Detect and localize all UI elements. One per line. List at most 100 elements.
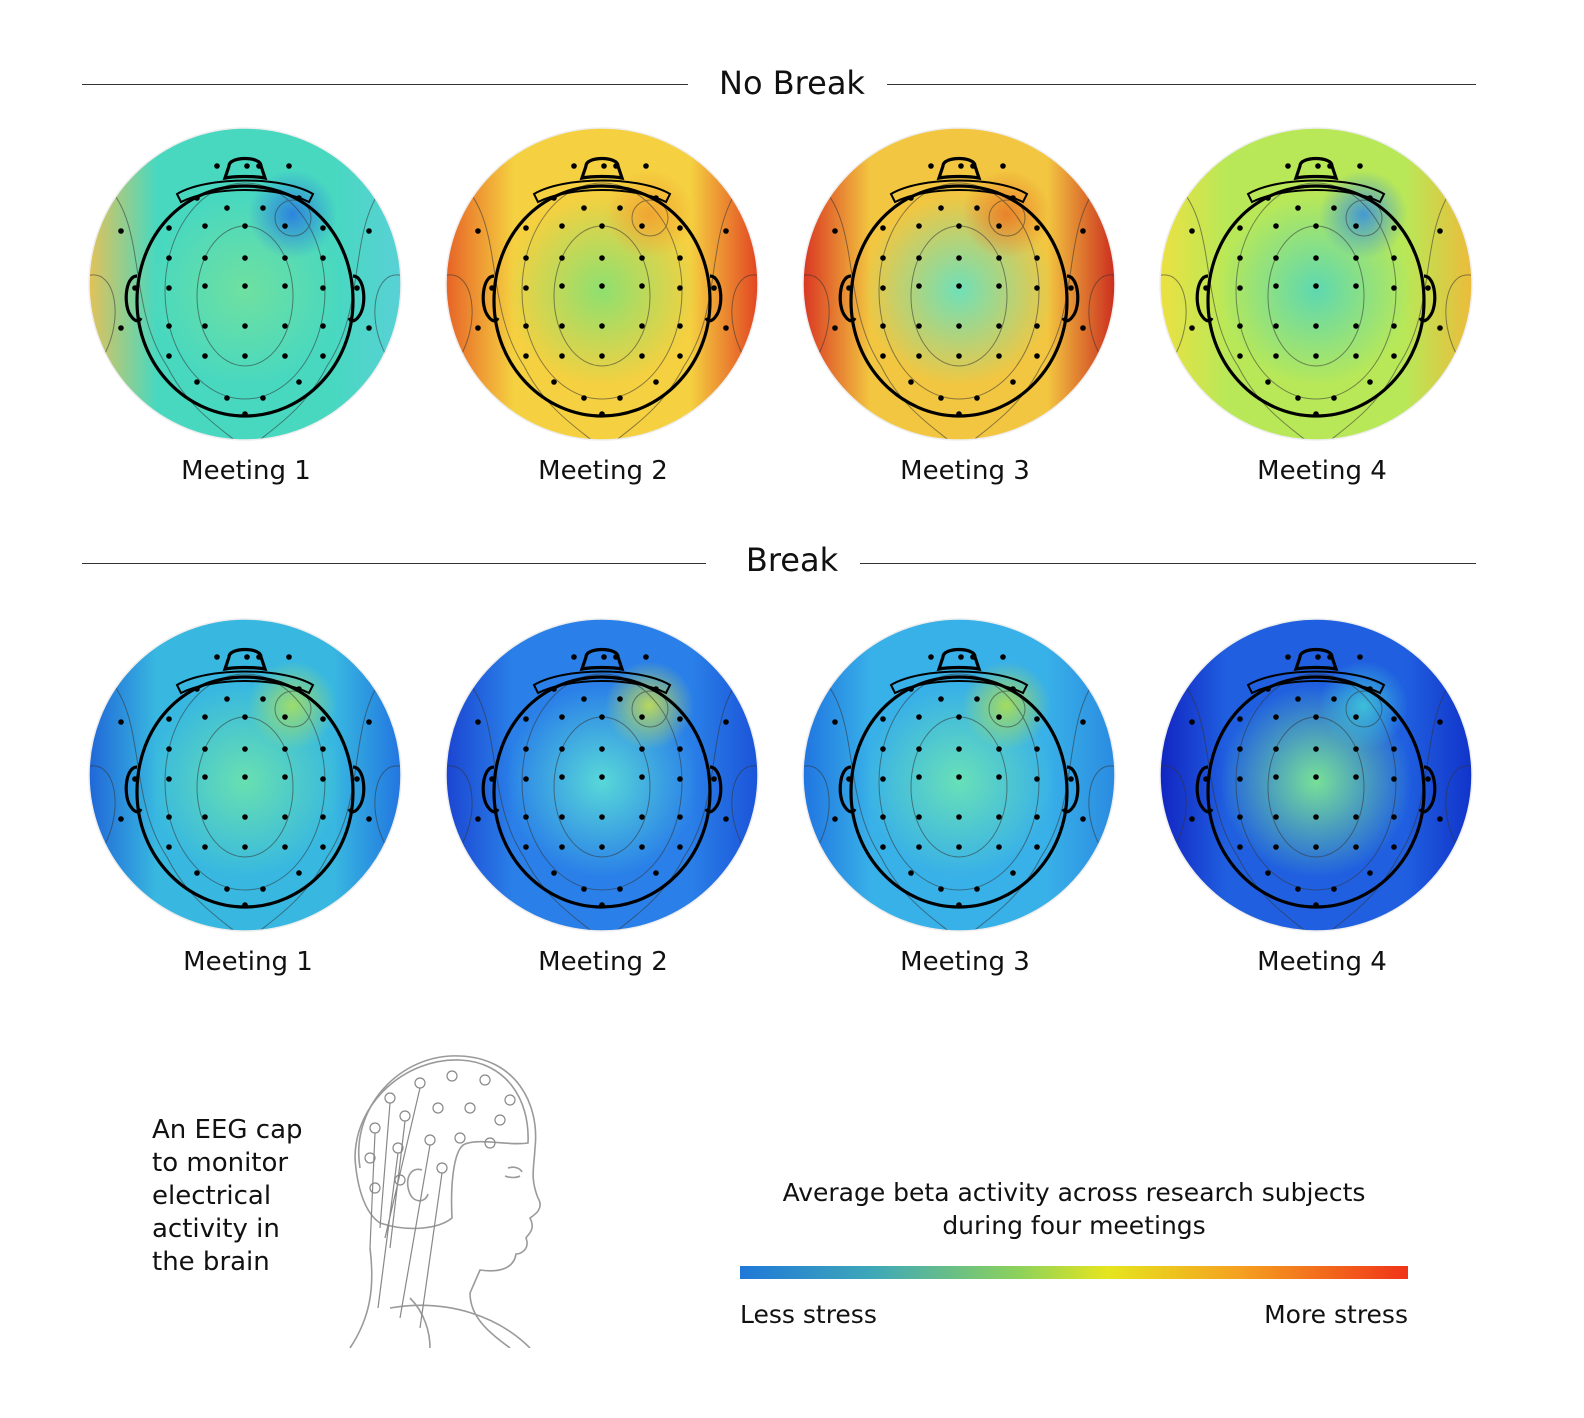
electrode-dot (996, 223, 1002, 229)
electrode-dot (282, 353, 288, 359)
electrode-dot (581, 395, 587, 401)
electrode-dot (320, 285, 326, 291)
electrode-dot (996, 255, 1002, 261)
electrode-dot (1367, 870, 1373, 876)
electrode-dot (996, 746, 1002, 752)
electrode-dot (224, 696, 230, 702)
no-break-meeting-3-topomap (801, 126, 1117, 442)
electrode-dot (1367, 686, 1373, 692)
electrode-dot (832, 325, 838, 331)
electrode-dot (1010, 195, 1016, 201)
electrode-dot (1425, 776, 1431, 782)
electrode-dot (617, 886, 623, 892)
electrode-dot (366, 816, 372, 822)
electrode-dot (1367, 379, 1373, 385)
electrode-dot (1273, 323, 1279, 329)
electrode-dot (916, 746, 922, 752)
electrode-dot (880, 814, 886, 820)
electrode-dot (366, 719, 372, 725)
electrode-dot (996, 714, 1002, 720)
electrode-dot (202, 814, 208, 820)
electrode-dot (677, 323, 683, 329)
electrode-dot (282, 283, 288, 289)
electrode-dot (282, 844, 288, 850)
electrode-dot (559, 844, 565, 850)
electrode-dot (523, 844, 529, 850)
electrode-dot (166, 353, 172, 359)
electrode-dot (1237, 353, 1243, 359)
electrode-dot (1237, 814, 1243, 820)
electrode-dot (916, 223, 922, 229)
electrode-dot (639, 814, 645, 820)
electrode-dot (958, 163, 964, 169)
electrode-dot (242, 323, 248, 329)
electrode-dot (1034, 285, 1040, 291)
electrode-dot (1315, 654, 1321, 660)
electrode-dot (599, 814, 605, 820)
electrode-dot (1189, 816, 1195, 822)
electrode-dot (956, 746, 962, 752)
no-break-rule-right (868, 84, 1476, 85)
electrode-dot (202, 714, 208, 720)
electrode-dot (320, 776, 326, 782)
no-break-meeting-2-topomap (444, 126, 760, 442)
electrode-dot (202, 746, 208, 752)
electrode-dot (880, 844, 886, 850)
electrode-dot (1327, 654, 1333, 660)
electrode-dot (1265, 686, 1271, 692)
electrode-dot (1313, 223, 1319, 229)
electrode-dot (677, 716, 683, 722)
break-meeting-4-topomap (1158, 617, 1474, 933)
electrode-dot (551, 379, 557, 385)
electrode-dot (1313, 283, 1319, 289)
electrode-dot (711, 776, 717, 782)
electrode-dot (166, 844, 172, 850)
electrode-dot (956, 844, 962, 850)
electrode-dot (571, 654, 577, 660)
electrode-dot (677, 844, 683, 850)
electrode-dot (202, 774, 208, 780)
electrode-dot (296, 870, 302, 876)
electrode-dot (242, 283, 248, 289)
electrode-dot (1273, 774, 1279, 780)
electrode-dot (1080, 816, 1086, 822)
electrode-dot (354, 285, 360, 291)
electrode-dot (320, 225, 326, 231)
electrode-dot (194, 379, 200, 385)
electrode-dot (202, 844, 208, 850)
electrode-dot (1353, 353, 1359, 359)
electrode-dot (928, 654, 934, 660)
electrode-dot (1353, 283, 1359, 289)
electrode-dot (202, 255, 208, 261)
electrode-dot (639, 714, 645, 720)
electrode-dot (653, 379, 659, 385)
electrode-dot (639, 746, 645, 752)
electrode-dot (242, 223, 248, 229)
electrode-dot (286, 654, 292, 660)
electrode-dot (194, 870, 200, 876)
electrode-dot (723, 228, 729, 234)
electrode-dot (1391, 746, 1397, 752)
electrode-dot (1353, 814, 1359, 820)
eeg-cap-illustration (330, 1048, 560, 1349)
electrode-dot (599, 844, 605, 850)
electrode-dot (242, 902, 248, 908)
no-break-meeting-4-label: Meeting 4 (1257, 456, 1387, 486)
electrode-dot (282, 223, 288, 229)
electrode-dot (613, 163, 619, 169)
legend-high-label: More stress (1264, 1300, 1408, 1329)
electrode-dot (1203, 776, 1209, 782)
electrode-dot (1313, 411, 1319, 417)
electrode-dot (653, 870, 659, 876)
electrode-dot (1295, 886, 1301, 892)
electrode-dot (956, 774, 962, 780)
electrode-dot (956, 814, 962, 820)
electrode-dot (639, 255, 645, 261)
electrode-dot (723, 325, 729, 331)
electrode-dot (974, 395, 980, 401)
electrode-dot (282, 746, 288, 752)
electrode-dot (916, 255, 922, 261)
electrode-dot (711, 285, 717, 291)
electrode-dot (916, 353, 922, 359)
electrode-dot (242, 774, 248, 780)
